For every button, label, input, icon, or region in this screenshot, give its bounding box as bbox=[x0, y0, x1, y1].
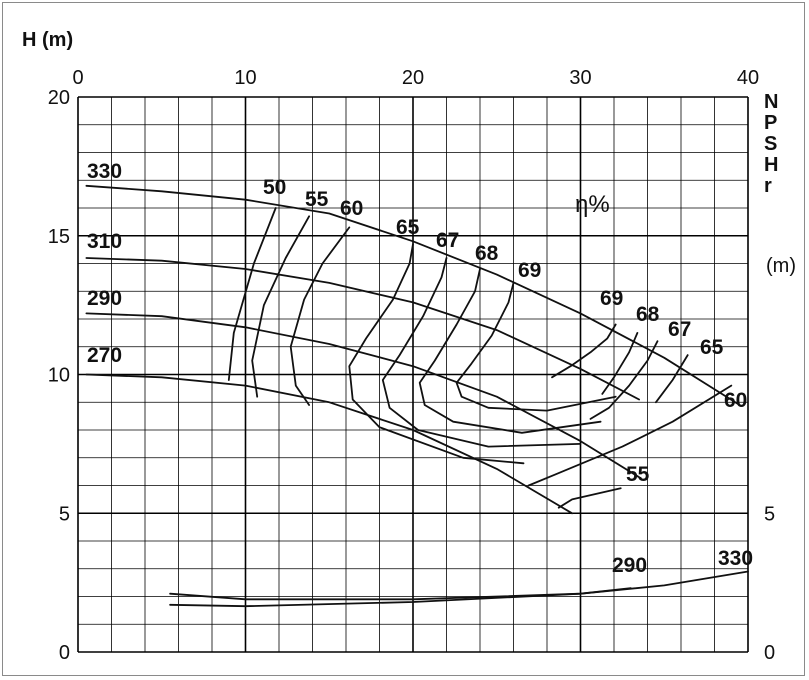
efficiency-curve-68 bbox=[601, 331, 639, 395]
npshr-label-330: 330 bbox=[718, 547, 753, 570]
y-tick-label: 10 bbox=[48, 365, 70, 387]
head-curve-330 bbox=[85, 184, 741, 406]
eff-label-60: 60 bbox=[340, 197, 363, 220]
npshr-axis-letter: H bbox=[764, 154, 778, 176]
y2-tick-label: 0 bbox=[764, 642, 775, 664]
curves bbox=[85, 184, 749, 608]
y-tick-label: 0 bbox=[59, 642, 70, 664]
eff-label-69-right: 69 bbox=[600, 287, 623, 310]
efficiency-curve-65 bbox=[655, 354, 689, 404]
eff-label-60-right: 60 bbox=[724, 389, 747, 412]
eff-label-55: 55 bbox=[305, 188, 329, 211]
eff-label-67: 67 bbox=[436, 229, 459, 252]
efficiency-label: η% bbox=[575, 191, 610, 218]
efficiency-curve-65 bbox=[348, 243, 525, 465]
head-label-270: 270 bbox=[87, 344, 122, 367]
y-tick-label: 20 bbox=[48, 87, 70, 109]
y2-tick-label: 5 bbox=[764, 503, 775, 525]
npshr-axis-letter: N bbox=[764, 91, 778, 113]
head-curve-290 bbox=[85, 312, 640, 479]
efficiency-curve-60 bbox=[527, 384, 733, 487]
head-label-330: 330 bbox=[87, 160, 122, 183]
npshr-curve-330 bbox=[169, 570, 749, 601]
x-tick-label: 20 bbox=[402, 67, 424, 89]
x-tick-label: 10 bbox=[234, 67, 256, 89]
efficiency-curve-67 bbox=[589, 340, 659, 420]
eff-label-69: 69 bbox=[518, 259, 541, 282]
x-tick-label: 30 bbox=[569, 67, 591, 89]
x-tick-label: 40 bbox=[737, 67, 759, 89]
npshr-curve-290 bbox=[169, 587, 632, 608]
efficiency-curve-55 bbox=[557, 487, 622, 509]
eff-label-68: 68 bbox=[475, 242, 499, 265]
npshr-unit-label: (m) bbox=[766, 255, 796, 277]
grid bbox=[77, 96, 749, 653]
eff-label-50: 50 bbox=[263, 176, 286, 199]
npshr-axis-letter: r bbox=[764, 175, 772, 197]
efficiency-curve-69 bbox=[455, 281, 617, 412]
eff-label-68-right: 68 bbox=[636, 303, 660, 326]
efficiency-curve-55 bbox=[251, 215, 311, 398]
eff-label-65-right: 65 bbox=[700, 336, 724, 359]
head-label-310: 310 bbox=[87, 230, 122, 253]
efficiency-curve-67 bbox=[381, 257, 582, 448]
npshr-axis-letter: S bbox=[764, 133, 777, 155]
y-tick-label: 5 bbox=[59, 503, 70, 525]
efficiency-curve-69 bbox=[551, 323, 617, 379]
head-curve-310 bbox=[85, 257, 640, 401]
efficiency-curve-50 bbox=[227, 207, 277, 381]
y-tick-label: 15 bbox=[48, 226, 70, 248]
x-tick-label: 0 bbox=[72, 67, 83, 89]
eff-label-67-right: 67 bbox=[668, 318, 691, 341]
npshr-axis-letter: P bbox=[764, 112, 777, 134]
efficiency-curve-60 bbox=[289, 226, 351, 406]
y-axis-title: H (m) bbox=[22, 29, 73, 51]
head-label-290: 290 bbox=[87, 287, 122, 310]
eff-label-55-right: 55 bbox=[626, 463, 650, 486]
npshr-label-290: 290 bbox=[612, 554, 647, 577]
efficiency-curve-68 bbox=[418, 268, 602, 434]
eff-label-65: 65 bbox=[396, 216, 420, 239]
head-curve-270 bbox=[85, 373, 573, 515]
